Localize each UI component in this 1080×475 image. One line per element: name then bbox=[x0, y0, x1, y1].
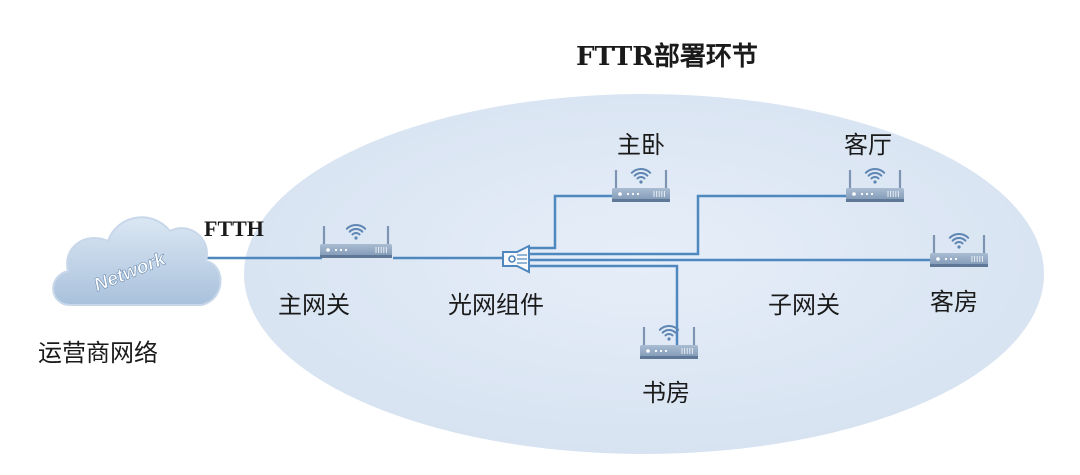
routers bbox=[320, 168, 988, 359]
optical-splitter-icon bbox=[502, 244, 530, 274]
router-icon-study bbox=[640, 325, 698, 359]
operator-network-label: 运营商网络 bbox=[38, 339, 158, 367]
router-icon-living-room bbox=[846, 168, 904, 202]
wifi-icon bbox=[864, 168, 886, 184]
diagram-title: FTTR部署环节 bbox=[576, 42, 758, 72]
room-label-guest-room: 客房 bbox=[930, 288, 978, 316]
wifi-icon bbox=[658, 325, 680, 341]
room-label-study: 书房 bbox=[642, 379, 690, 407]
fttr-zone bbox=[244, 94, 1044, 454]
link-master-bedroom bbox=[527, 194, 614, 250]
optical-component-label: 光网组件 bbox=[448, 291, 544, 319]
main-gateway-router-icon bbox=[320, 224, 392, 258]
room-label-living-room: 客厅 bbox=[844, 131, 892, 159]
room-label-master-bedroom: 主卧 bbox=[617, 131, 665, 159]
wifi-icon bbox=[948, 233, 970, 249]
cloud-icon: Network bbox=[52, 216, 222, 306]
wifi-icon bbox=[345, 224, 367, 240]
main-gateway-label: 主网关 bbox=[278, 291, 350, 319]
sub-gateway-label: 子网关 bbox=[768, 291, 840, 319]
link-living-room bbox=[527, 194, 848, 256]
router-icon-master-bedroom bbox=[612, 168, 670, 202]
fiber-links bbox=[160, 194, 933, 349]
router-icon-guest-room bbox=[930, 233, 988, 267]
ftth-label: FTTH bbox=[204, 216, 264, 241]
wifi-icon bbox=[630, 168, 652, 184]
